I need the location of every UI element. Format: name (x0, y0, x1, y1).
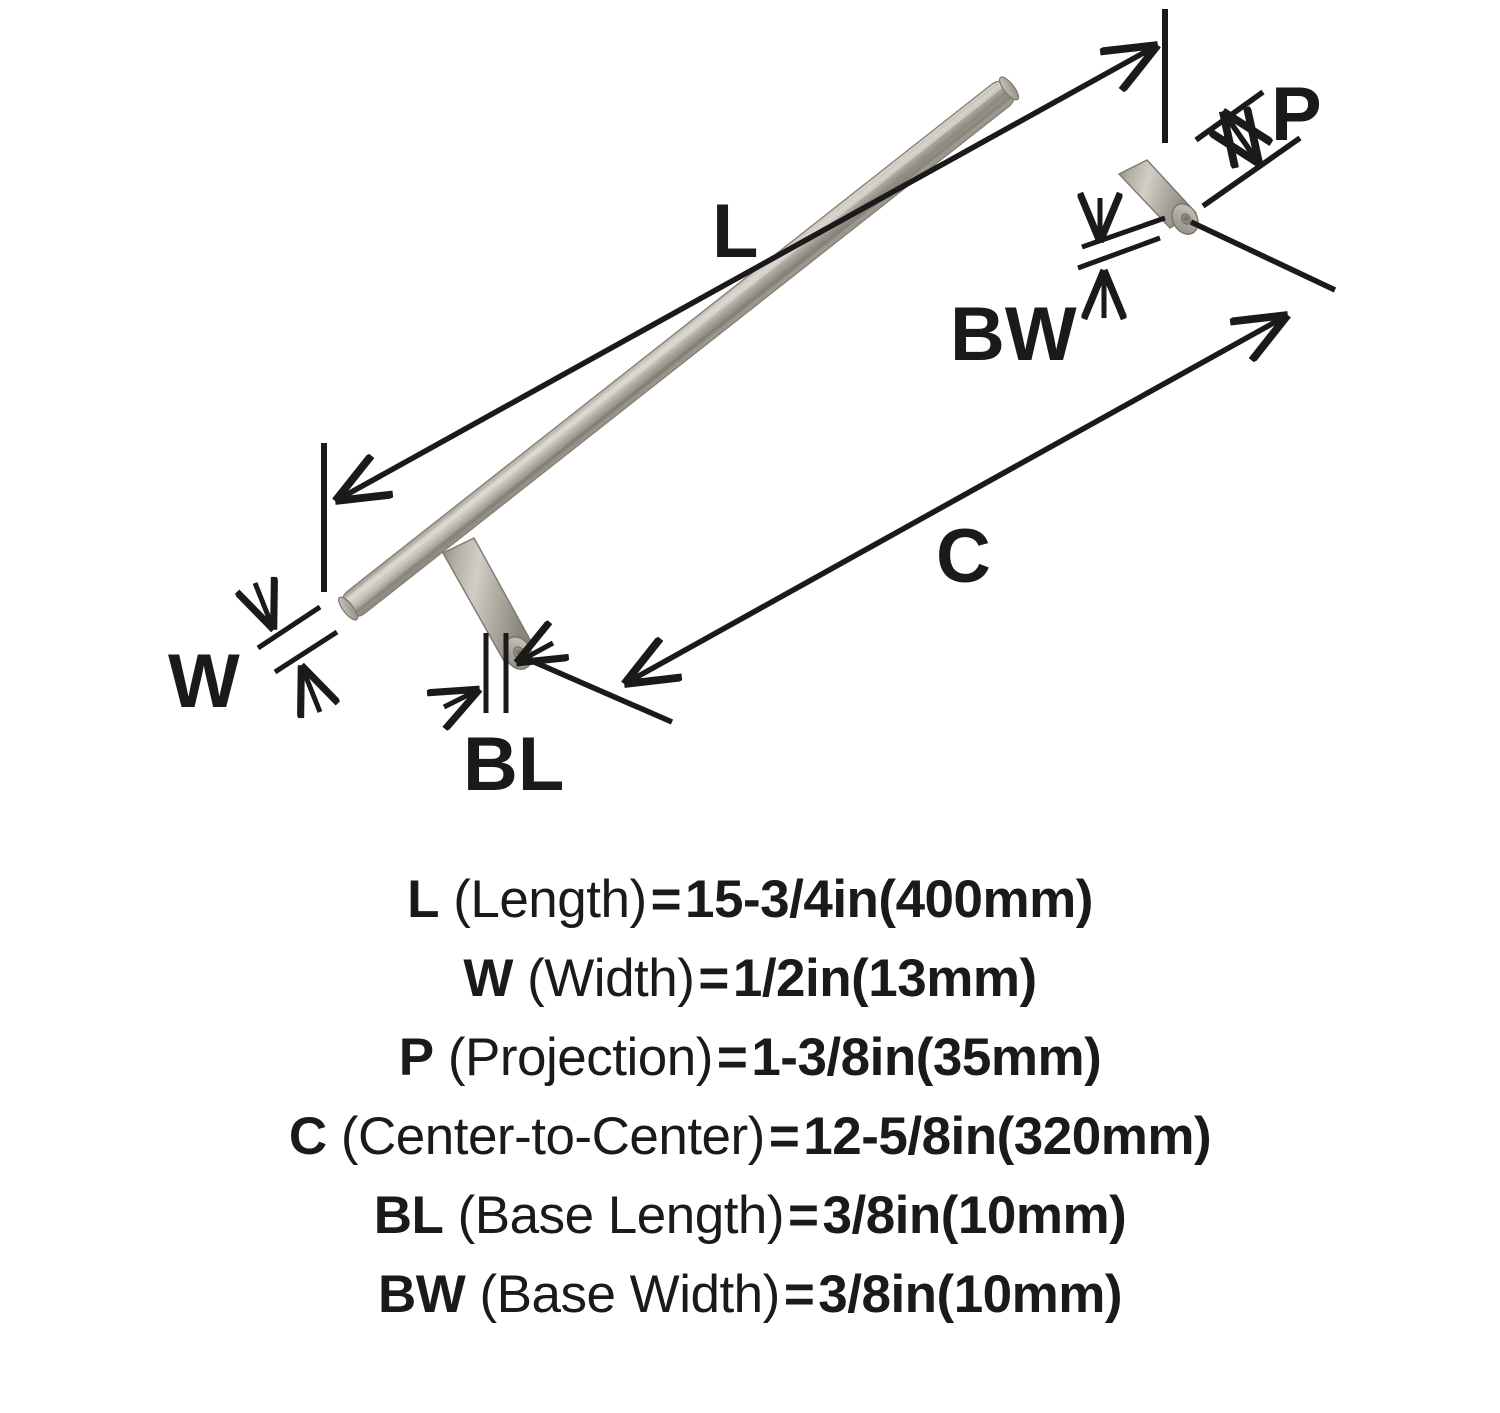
legend-row: BL (Base Length)=3/8in(10mm) (0, 1176, 1500, 1255)
legend-value: 3/8in(10mm) (822, 1186, 1127, 1245)
legend-code: BW (377, 1265, 466, 1324)
label-base-length: BL (463, 722, 564, 807)
product-diagram: L P BW C (168, 9, 1337, 807)
legend-row: W (Width)=1/2in(13mm) (0, 939, 1500, 1018)
legend-name: (Width) (527, 949, 695, 1008)
legend-value: 3/8in(10mm) (818, 1265, 1123, 1324)
legend-name: (Base Width) (479, 1265, 781, 1324)
legend-value: 1/2in(13mm) (732, 949, 1037, 1008)
width-arrow-up (302, 667, 320, 712)
legend-equals: = (768, 1107, 800, 1166)
legend-value: 12-5/8in(320mm) (803, 1107, 1212, 1166)
legend-row: C (Center-to-Center)=12-5/8in(320mm) (0, 1097, 1500, 1176)
label-width: W (168, 639, 240, 724)
legend-value: 15-3/4in(400mm) (685, 870, 1093, 929)
mounting-post-right (1117, 159, 1199, 235)
legend-code: P (398, 1028, 434, 1087)
legend-row: P (Projection)=1-3/8in(35mm) (0, 1018, 1500, 1097)
legend-code: C (288, 1107, 327, 1166)
dimension-width: W (168, 583, 337, 724)
legend-equals: = (716, 1028, 748, 1087)
legend-row: BW (Base Width)=3/8in(10mm) (0, 1255, 1500, 1334)
mounting-post-left (442, 537, 534, 670)
projection-extension-upper (1194, 89, 1265, 143)
baselength-arrow-left (518, 643, 553, 662)
projection-extension-lower (1201, 135, 1302, 209)
ctc-extension-left (523, 655, 674, 725)
projection-dimension-line (1224, 113, 1258, 162)
legend-name: (Projection) (447, 1028, 713, 1087)
dimension-projection: P (1194, 72, 1322, 209)
label-base-width: BW (950, 292, 1077, 377)
legend-row: L (Length)=15-3/4in(400mm) (0, 860, 1500, 939)
legend-name: (Base Length) (457, 1186, 785, 1245)
legend-name: (Center-to-Center) (340, 1107, 765, 1166)
dimension-base-length: BL (444, 633, 564, 807)
legend-code: BL (373, 1186, 444, 1245)
legend-code: W (463, 949, 513, 1008)
ctc-extension-right (1189, 219, 1337, 293)
legend-name: (Length) (453, 870, 647, 929)
width-extension-lower (273, 629, 339, 675)
dimension-legend: L (Length)=15-3/4in(400mm) W (Width)=1/2… (0, 850, 1500, 1413)
dimension-center-to-center: C (523, 219, 1337, 725)
dimension-length: L (321, 9, 1168, 592)
label-projection: P (1271, 72, 1322, 157)
legend-value: 1-3/8in(35mm) (751, 1028, 1102, 1087)
basewidth-extension-lower (1077, 235, 1161, 271)
legend-equals: = (788, 1186, 819, 1245)
legend-equals: = (698, 949, 729, 1008)
label-length: L (712, 189, 758, 274)
ctc-dimension-line (626, 316, 1286, 683)
length-dimension-line (337, 46, 1156, 500)
legend-equals: = (650, 870, 682, 929)
width-arrow-down (255, 583, 273, 628)
legend-code: L (407, 870, 439, 929)
diagram-canvas: L P BW C (168, 9, 1337, 807)
baselength-arrow-right (444, 690, 478, 707)
label-center-to-center: C (936, 514, 991, 599)
legend-equals: = (783, 1265, 815, 1324)
width-extension-upper (256, 604, 322, 651)
dimension-base-width: BW (950, 198, 1166, 377)
